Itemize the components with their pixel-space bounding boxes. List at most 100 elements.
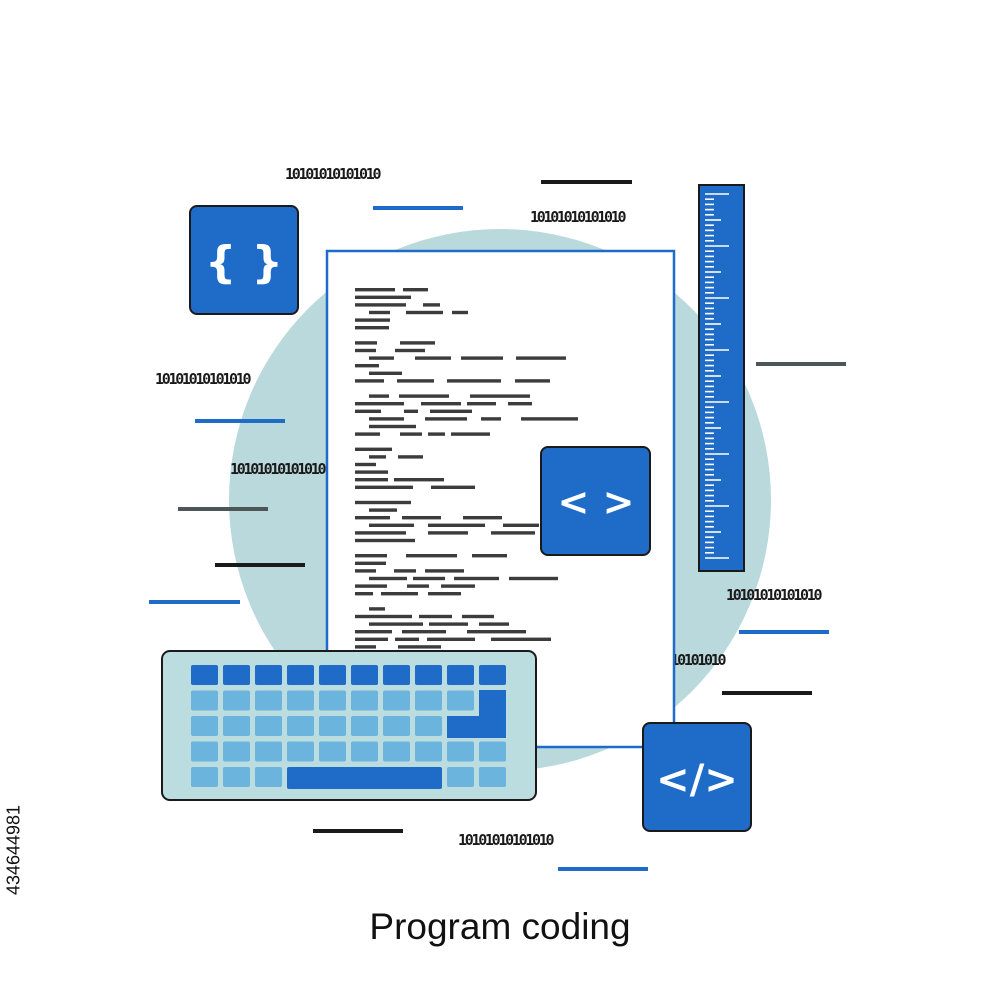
- code-line-segment: [355, 288, 395, 292]
- code-line-segment: [452, 310, 468, 315]
- code-line-segment: [400, 341, 435, 345]
- code-line-segment: [428, 523, 485, 527]
- code-line-segment: [369, 394, 389, 398]
- code-line-segment: [355, 402, 404, 406]
- code-line-segment: [355, 538, 415, 543]
- code-line-segment: [355, 295, 411, 299]
- code-line-segment: [403, 288, 428, 292]
- keyboard-key: [255, 716, 282, 736]
- code-line-segment: [355, 409, 381, 413]
- code-line-segment: [369, 424, 416, 429]
- code-line-segment: [467, 630, 526, 634]
- closing-tag-icon: </>: [642, 722, 752, 832]
- code-line-segment: [355, 470, 388, 474]
- code-line-segment: [355, 364, 379, 368]
- keyboard: [161, 650, 537, 801]
- keyboard-key: [191, 767, 218, 787]
- binary-string: 10101010101010: [230, 460, 327, 478]
- keyboard-key: [447, 690, 474, 711]
- code-line-segment: [369, 455, 386, 459]
- keyboard-key: [415, 690, 442, 711]
- stock-id-text: 434644981: [3, 804, 24, 896]
- code-line-segment: [467, 402, 496, 406]
- angle-icon-tile: [540, 446, 651, 556]
- code-angle-brackets-icon: < >: [540, 446, 651, 556]
- keyboard-key: [223, 741, 250, 762]
- ruler: [698, 184, 745, 572]
- binary-string: 10101010101010: [530, 208, 627, 226]
- code-line-segment: [402, 630, 446, 634]
- keyboard-key: [287, 665, 314, 685]
- keyboard-key: [255, 690, 282, 711]
- code-line-segment: [355, 614, 412, 619]
- code-line-segment: [369, 576, 407, 581]
- keyboard-enter-key: [447, 690, 506, 738]
- code-lines: [355, 288, 618, 649]
- keyboard-key: [383, 741, 410, 762]
- code-line-segment: [429, 622, 468, 626]
- keyboard-key: [223, 665, 250, 685]
- code-line-segment: [355, 531, 406, 535]
- keyboard-key: [319, 716, 346, 736]
- code-line-segment: [395, 348, 425, 353]
- code-line-segment: [355, 554, 387, 558]
- tag-icon-glyph: </>: [656, 757, 738, 803]
- keyboard-key: [447, 741, 474, 762]
- binary-labels: 10101010101010 10101010101010 1010101010…: [155, 165, 825, 849]
- code-line-segment: [461, 356, 503, 360]
- binary-string: 10101010101010: [285, 165, 382, 183]
- keyboard-key: [383, 690, 410, 711]
- code-line-segment: [355, 341, 377, 345]
- code-line-segment: [406, 310, 443, 315]
- ruler-ticks: [705, 193, 729, 559]
- code-line-segment: [479, 622, 509, 626]
- code-line-segment: [427, 637, 475, 641]
- code-line-segment: [369, 508, 397, 512]
- keyboard-key: [319, 690, 346, 711]
- keyboard-key: [255, 741, 282, 762]
- code-line-segment: [394, 478, 444, 482]
- code-line-segment: [369, 310, 390, 315]
- code-line-segment: [419, 614, 452, 619]
- code-line-segment: [369, 523, 414, 527]
- code-line-segment: [355, 432, 380, 436]
- code-line-segment: [521, 417, 578, 421]
- code-line-segment: [463, 516, 502, 520]
- code-line-segment: [509, 576, 558, 581]
- code-line-segment: [369, 607, 385, 611]
- code-line-segment: [428, 531, 468, 535]
- angle-icon-glyph: < >: [558, 480, 635, 524]
- code-line-segment: [398, 645, 441, 649]
- keyboard-key: [255, 665, 282, 685]
- keyboard-key: [191, 741, 218, 762]
- keyboard-key: [447, 767, 474, 787]
- keyboard-key: [191, 716, 218, 736]
- code-line-segment: [355, 569, 376, 573]
- keyboard-key: [351, 690, 378, 711]
- code-line-segment: [425, 417, 467, 421]
- keyboard-key: [415, 741, 442, 762]
- keyboard-key: [287, 690, 314, 711]
- code-line-segment: [355, 303, 406, 307]
- keyboard-keys: [191, 665, 506, 789]
- code-line-segment: [369, 622, 423, 626]
- code-line-segment: [402, 516, 441, 520]
- binary-string: 10101010101010: [458, 831, 555, 849]
- code-line-segment: [428, 432, 445, 436]
- code-line-segment: [369, 371, 402, 375]
- code-line-segment: [407, 584, 429, 588]
- code-line-segment: [491, 531, 535, 535]
- code-line-segment: [508, 402, 532, 406]
- keyboard-key: [479, 665, 506, 685]
- code-line-segment: [381, 592, 418, 596]
- code-line-segment: [472, 554, 507, 558]
- keyboard-key: [319, 741, 346, 762]
- keyboard-key: [415, 716, 442, 736]
- code-line-segment: [481, 417, 501, 421]
- keyboard-key: [287, 741, 314, 762]
- code-line-segment: [413, 576, 445, 581]
- code-line-segment: [399, 394, 449, 398]
- keyboard-key: [479, 767, 506, 787]
- code-line-segment: [491, 637, 551, 641]
